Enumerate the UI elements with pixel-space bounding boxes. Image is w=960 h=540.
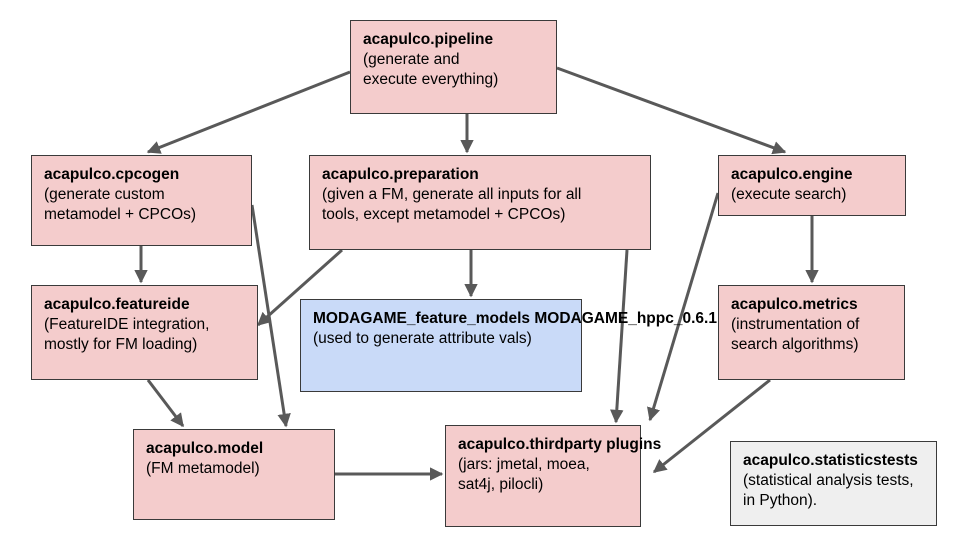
node-description: (used to generate attribute vals) bbox=[313, 330, 532, 347]
node-description: (statistical analysis tests, in Python). bbox=[743, 472, 914, 509]
node-title: acapulco.preparation bbox=[322, 166, 479, 183]
node-description: (generate and execute everything) bbox=[363, 51, 499, 88]
node-title: acapulco.statisticstests bbox=[743, 452, 918, 469]
node-title: MODAGAME_feature_models MODAGAME_hppc_0.… bbox=[313, 310, 717, 327]
model-node[interactable]: acapulco.model (FM metamodel) bbox=[133, 429, 335, 520]
node-description: (execute search) bbox=[731, 186, 847, 203]
arrow-pipeline-to-cpcogen bbox=[146, 70, 351, 154]
arrow-pipeline-to-engine bbox=[556, 66, 787, 155]
featureide-node[interactable]: acapulco.featureide (FeatureIDE integrat… bbox=[31, 285, 258, 380]
node-title: acapulco.engine bbox=[731, 166, 853, 183]
node-title: acapulco.model bbox=[146, 440, 264, 457]
node-title: acapulco.metrics bbox=[731, 296, 858, 313]
node-description: (instrumentation of search algorithms) bbox=[731, 316, 860, 353]
modagame-node[interactable]: MODAGAME_feature_models MODAGAME_hppc_0.… bbox=[300, 299, 717, 392]
arrow-metrics-to-thirdparty bbox=[652, 378, 771, 474]
node-title: acapulco.pipeline bbox=[363, 31, 494, 48]
node-title: acapulco.cpcogen bbox=[44, 166, 180, 183]
metrics-node[interactable]: acapulco.metrics (instrumentation of sea… bbox=[718, 285, 905, 380]
arrow-preparation-to-thirdparty bbox=[610, 249, 629, 424]
node-title: acapulco.thirdparty plugins bbox=[458, 436, 662, 453]
thirdparty-node[interactable]: acapulco.thirdparty plugins (jars: jmeta… bbox=[445, 425, 662, 527]
node-title: acapulco.featureide bbox=[44, 296, 190, 313]
node-description: (FM metamodel) bbox=[146, 460, 260, 477]
arrow-featureide-to-model bbox=[146, 379, 185, 428]
node-description: (jars: jmetal, moea, sat4j, pilocli) bbox=[458, 456, 590, 493]
arrow-preparation-to-featureide bbox=[256, 248, 343, 327]
pipeline-node[interactable]: acapulco.pipeline (generate and execute … bbox=[350, 20, 557, 114]
node-description: (given a FM, generate all inputs for all… bbox=[322, 186, 582, 223]
preparation-node[interactable]: acapulco.preparation (given a FM, genera… bbox=[309, 155, 651, 250]
engine-node[interactable]: acapulco.engine (execute search) bbox=[718, 155, 906, 216]
statisticstests-node[interactable]: acapulco.statisticstests (statistical an… bbox=[730, 441, 937, 526]
node-description: (generate custom metamodel + CPCOs) bbox=[44, 186, 197, 223]
node-description: (FeatureIDE integration, mostly for FM l… bbox=[44, 316, 210, 353]
arrow-engine-to-thirdparty bbox=[647, 192, 720, 422]
cpcogen-node[interactable]: acapulco.cpcogen (generate custom metamo… bbox=[31, 155, 252, 246]
